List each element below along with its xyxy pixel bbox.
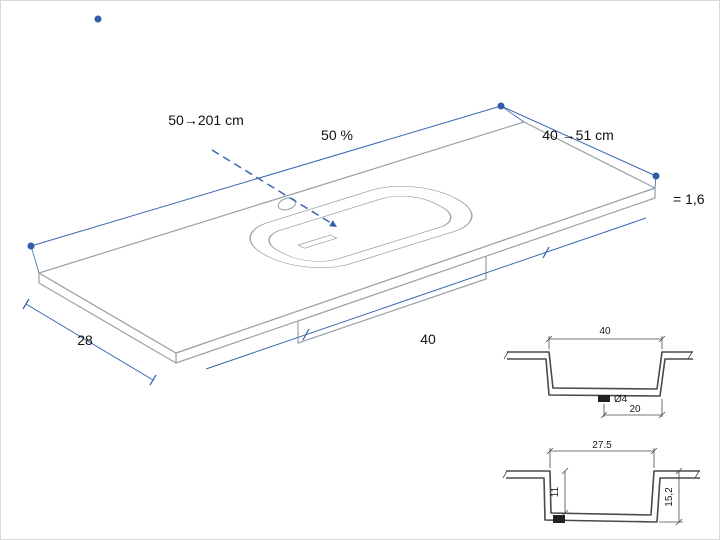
position-arrowhead-icon [329,220,337,227]
dimension-tick [149,374,157,386]
section-top-outer-profile [507,358,693,397]
section-top-inner-profile [507,351,693,390]
basin-inner-bowl [268,195,452,262]
cross-section-bottom: 27.5 11 15,2 [502,440,700,526]
section-bottom-drain [553,515,565,523]
cross-section-top: 40 Ø4 20 [503,326,693,419]
dimension-tick [675,467,683,475]
dimension-tick [561,509,569,517]
section-top-width-label: 40 [599,326,611,337]
dimension-dot [27,242,35,250]
dimension-tick [545,335,553,343]
section-bottom-width-label: 27.5 [592,440,612,451]
dimension-line-40 [205,217,647,370]
dimension-dot [652,172,660,180]
extension-line [500,105,525,123]
dimension-tick [658,411,666,419]
thickness-label: = 1,6 [673,191,705,207]
section-bottom-height-label: 15,2 [664,487,675,507]
section-bottom-depth-label: 11 [550,486,561,497]
basin-width-label: 40 [420,331,436,347]
dimension-tick [561,467,569,475]
basin-group [249,186,473,268]
dimension-tick [600,411,608,419]
side-depth-label: 28 [77,332,93,348]
dimension-line-length [30,105,502,247]
dimension-tick [302,328,310,341]
basin-outer-rim [249,186,473,268]
dimension-tick [650,447,658,455]
section-bottom-outer-profile [506,477,700,523]
extension-line [30,245,40,274]
countertop-isometric [38,121,656,364]
basin-position-label: 50 % [321,127,353,143]
dimension-tick [658,335,666,343]
dimension-overlay [22,15,660,386]
depth-range-label: 40 →51 cm [542,127,614,143]
drain-offset-label: 20 [629,404,641,415]
cut-hatch [694,470,700,479]
section-top-drain [598,395,610,402]
cut-hatch [502,470,508,479]
dimension-line-depth [500,105,657,177]
dimension-tick [675,518,683,526]
dimension-dot [94,15,102,23]
dimension-dot [497,102,505,110]
basin-position-dashed-line [211,149,332,224]
cut-hatch [503,351,509,360]
drain-diameter-label: Ø4 [614,394,628,405]
basin-drain-slot [297,234,338,249]
dimension-line-28 [25,303,154,381]
dimension-tick [542,246,550,259]
cut-hatch [687,351,693,360]
section-bottom-inner-profile [506,470,700,516]
length-range-label: 50→201 cm [168,112,243,128]
dimension-tick [22,298,30,310]
dimension-tick [546,447,554,455]
